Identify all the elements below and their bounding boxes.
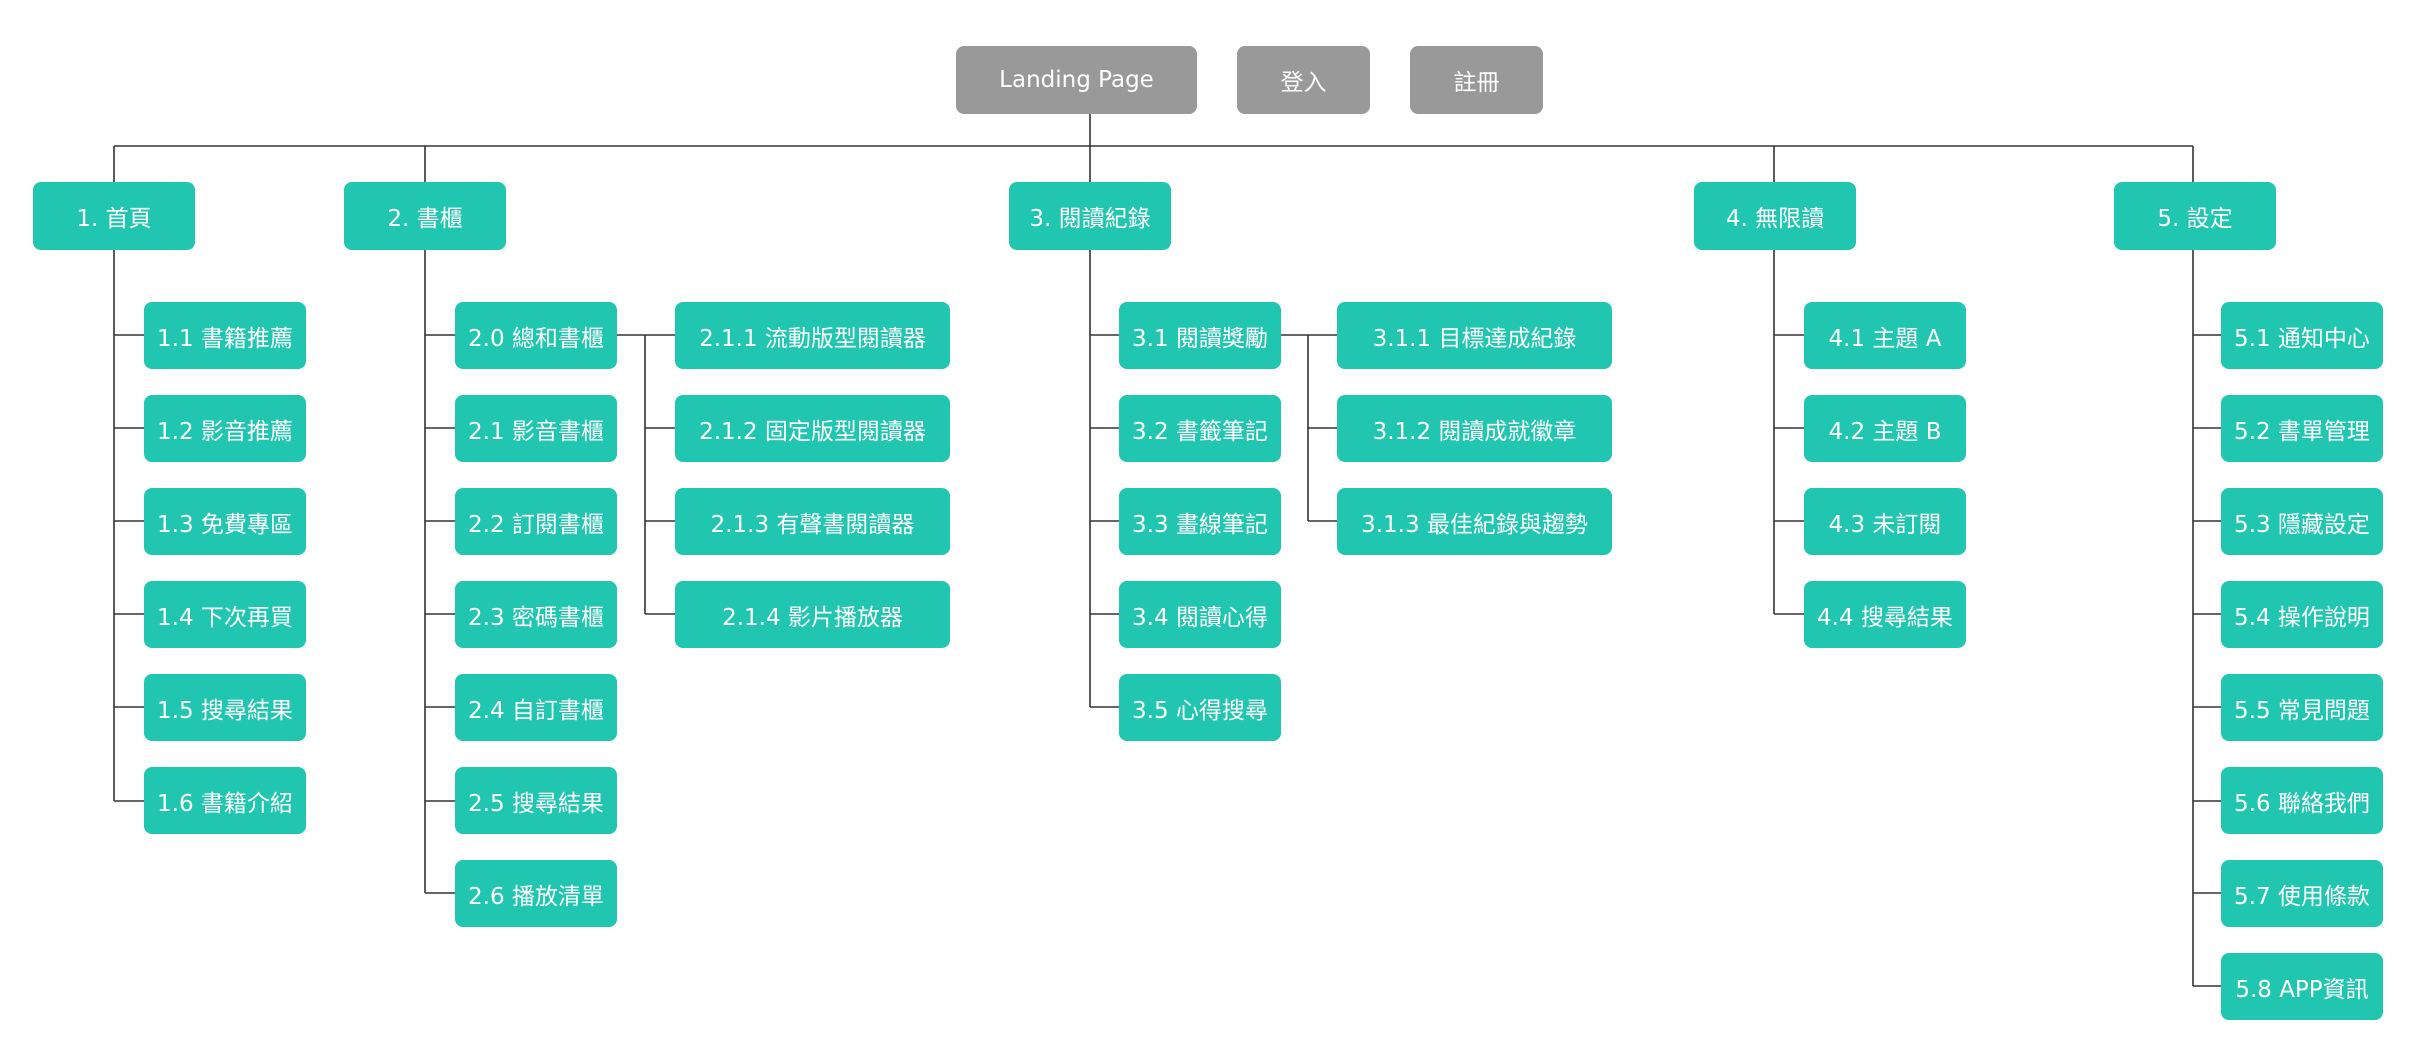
node-2-1-3[interactable]: 2.1.3 有聲書閱讀器	[675, 488, 950, 555]
node-2-1-4[interactable]: 2.1.4 影片播放器	[675, 581, 950, 648]
node-2-1[interactable]: 2.1 影音書櫃	[455, 395, 617, 462]
node-5-8[interactable]: 5.8 APP資訊	[2221, 953, 2383, 1020]
node-2-2[interactable]: 2.2 訂閱書櫃	[455, 488, 617, 555]
register-node[interactable]: 註冊	[1410, 46, 1543, 114]
node-5-5[interactable]: 5.5 常見問題	[2221, 674, 2383, 741]
node-3-2[interactable]: 3.2 書籤筆記	[1119, 395, 1281, 462]
section-unlimited[interactable]: 4. 無限讀	[1694, 182, 1856, 250]
node-3-1-2[interactable]: 3.1.2 閱讀成就徽章	[1337, 395, 1612, 462]
section-home[interactable]: 1. 首頁	[33, 182, 195, 250]
node-2-3[interactable]: 2.3 密碼書櫃	[455, 581, 617, 648]
node-4-3[interactable]: 4.3 未訂閱	[1804, 488, 1966, 555]
node-2-4[interactable]: 2.4 自訂書櫃	[455, 674, 617, 741]
node-3-1-1[interactable]: 3.1.1 目標達成紀錄	[1337, 302, 1612, 369]
node-5-7[interactable]: 5.7 使用條款	[2221, 860, 2383, 927]
node-4-1[interactable]: 4.1 主題 A	[1804, 302, 1966, 369]
login-node[interactable]: 登入	[1237, 46, 1370, 114]
node-5-4[interactable]: 5.4 操作說明	[2221, 581, 2383, 648]
node-2-1-2[interactable]: 2.1.2 固定版型閱讀器	[675, 395, 950, 462]
node-1-4[interactable]: 1.4 下次再買	[144, 581, 306, 648]
node-1-1[interactable]: 1.1 書籍推薦	[144, 302, 306, 369]
node-2-6[interactable]: 2.6 播放清單	[455, 860, 617, 927]
node-1-2[interactable]: 1.2 影音推薦	[144, 395, 306, 462]
node-5-3[interactable]: 5.3 隱藏設定	[2221, 488, 2383, 555]
node-5-6[interactable]: 5.6 聯絡我們	[2221, 767, 2383, 834]
node-3-1-3[interactable]: 3.1.3 最佳紀錄與趨勢	[1337, 488, 1612, 555]
node-2-1-1[interactable]: 2.1.1 流動版型閱讀器	[675, 302, 950, 369]
node-3-5[interactable]: 3.5 心得搜尋	[1119, 674, 1281, 741]
landing-page-node[interactable]: Landing Page	[956, 46, 1197, 114]
section-bookshelf[interactable]: 2. 書櫃	[344, 182, 506, 250]
node-3-4[interactable]: 3.4 閱讀心得	[1119, 581, 1281, 648]
node-4-4[interactable]: 4.4 搜尋結果	[1804, 581, 1966, 648]
node-1-5[interactable]: 1.5 搜尋結果	[144, 674, 306, 741]
node-2-0[interactable]: 2.0 總和書櫃	[455, 302, 617, 369]
node-2-5[interactable]: 2.5 搜尋結果	[455, 767, 617, 834]
node-3-1[interactable]: 3.1 閱讀獎勵	[1119, 302, 1281, 369]
node-5-1[interactable]: 5.1 通知中心	[2221, 302, 2383, 369]
node-5-2[interactable]: 5.2 書單管理	[2221, 395, 2383, 462]
section-settings[interactable]: 5. 設定	[2114, 182, 2276, 250]
node-1-6[interactable]: 1.6 書籍介紹	[144, 767, 306, 834]
node-4-2[interactable]: 4.2 主題 B	[1804, 395, 1966, 462]
node-1-3[interactable]: 1.3 免費專區	[144, 488, 306, 555]
node-3-3[interactable]: 3.3 畫線筆記	[1119, 488, 1281, 555]
section-reading-record[interactable]: 3. 閱讀紀錄	[1009, 182, 1171, 250]
